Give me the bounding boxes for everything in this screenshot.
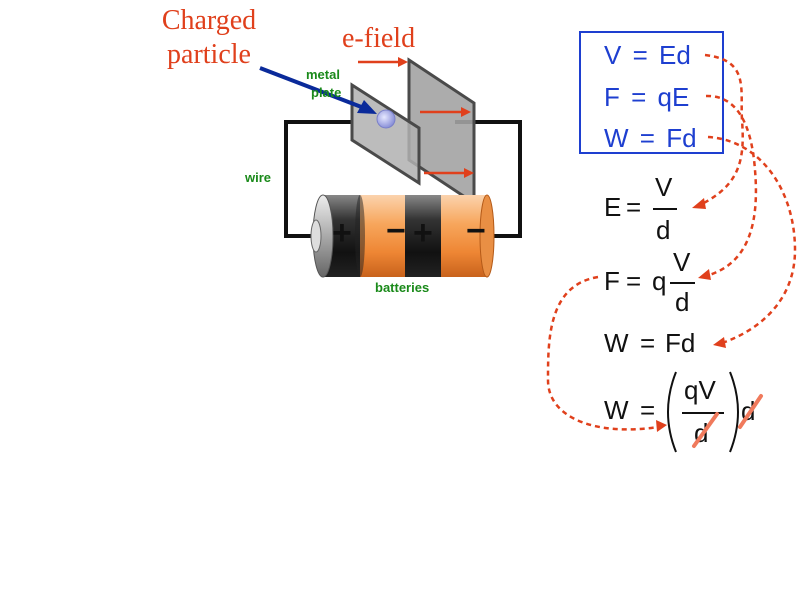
metal-plate-label: metal plate [306, 66, 341, 102]
metal-plate-label-line1: metal [306, 67, 340, 82]
equals-sign: = [640, 395, 656, 425]
e-eq-numerator: V [655, 172, 673, 202]
equation-w-fd-lhs: W [604, 123, 629, 153]
field-arrows [358, 57, 474, 178]
w-eq-lhs: W [604, 328, 629, 358]
fraction-bar [682, 412, 724, 414]
w-eq-rhs: Fd [665, 328, 696, 358]
f-eq-coefficient: q [652, 266, 667, 296]
w2-eq-numerator: qV [684, 375, 716, 405]
battery-minus-sign-1: − [386, 212, 406, 250]
equation-f-qe-lhs: F [604, 82, 620, 112]
fraction-bar [653, 208, 677, 210]
left-wire [284, 120, 352, 238]
f-eq-numerator: V [673, 247, 691, 277]
fraction-bar [670, 282, 695, 284]
charged-particle-label: Charged particle [150, 4, 268, 72]
equation-v-ed-rhs: Ed [659, 40, 691, 70]
battery-minus-sign-2: − [466, 212, 486, 250]
batteries [310, 194, 495, 278]
equation-w-fd-rhs: Fd [666, 123, 697, 153]
battery-plus-sign-2: + [413, 214, 433, 252]
equation-f-qe: F = qE [604, 82, 689, 113]
charged-particle [376, 109, 396, 129]
equation-v-ed-lhs: V [604, 40, 622, 70]
equals-sign: = [632, 40, 648, 70]
wire-label: wire [245, 170, 272, 185]
equals-sign: = [639, 123, 655, 153]
battery-plus-sign-1: + [332, 214, 352, 252]
e-eq-lhs: E [604, 192, 622, 222]
w2-eq-lhs: W [604, 395, 629, 425]
metal-plate-label-line2: plate [311, 85, 342, 100]
batteries-label: batteries [375, 280, 430, 295]
equation-v-ed: V = Ed [604, 40, 691, 71]
w2-eq-tail: d [741, 396, 756, 426]
equals-sign: = [640, 328, 656, 358]
charged-particle-label-line2: particle [167, 39, 251, 70]
e-field-label: e-field [342, 23, 416, 54]
equals-sign: = [626, 266, 642, 296]
e-eq-denominator: d [656, 215, 671, 245]
f-eq-lhs: F [604, 266, 620, 296]
w2-eq-denominator: d [694, 418, 709, 448]
equals-sign: = [626, 192, 642, 222]
particle-pointer-arrow [259, 66, 377, 114]
charged-particle-label-line1: Charged [161, 5, 257, 36]
f-eq-denominator: d [675, 287, 690, 317]
equation-w-fd: W = Fd [604, 123, 697, 154]
equals-sign: = [631, 82, 647, 112]
equation-f-qe-rhs: qE [657, 82, 690, 112]
right-wire [455, 120, 522, 238]
